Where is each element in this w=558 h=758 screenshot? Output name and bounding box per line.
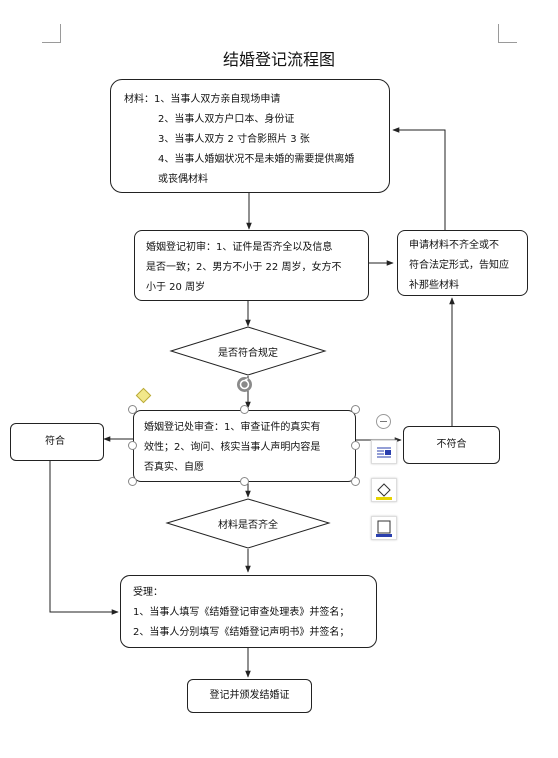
office-review-line: 否真实、自愿 xyxy=(144,462,204,473)
shape-outline-icon xyxy=(376,520,392,537)
materials-line: 3、当事人双方 2 寸合影照片 3 张 xyxy=(158,134,310,145)
issue-certificate-label: 登记并颁发结婚证 xyxy=(209,690,290,701)
acceptance-line: 1、当事人填写《结婚登记审查处理表》并签名； xyxy=(133,607,350,618)
incomplete-notice-box[interactable]: 申请材料不齐全或不 符合法定形式，告知应 补那些材料 xyxy=(397,230,528,296)
resize-handle[interactable] xyxy=(128,477,137,486)
compliance-check-label: 是否符合规定 xyxy=(218,348,278,359)
resize-handle[interactable] xyxy=(351,441,360,450)
shape-outline-button[interactable] xyxy=(371,516,397,540)
acceptance-line: 2、当事人分别填写《结婚登记声明书》并签名； xyxy=(133,627,350,638)
acceptance-box[interactable]: 受理： 1、当事人填写《结婚登记审查处理表》并签名； 2、当事人分别填写《结婚登… xyxy=(120,575,377,648)
layout-options-icon xyxy=(377,447,391,458)
resize-handle[interactable] xyxy=(240,405,249,414)
materials-complete-diamond xyxy=(165,498,331,549)
page-corner-mark xyxy=(42,24,61,43)
resize-handle[interactable] xyxy=(351,477,360,486)
incomplete-notice-line: 符合法定形式，告知应 xyxy=(409,260,509,271)
arrow-notice-to-materials xyxy=(392,127,446,233)
materials-box[interactable]: 材料：1、当事人双方亲自现场申请 2、当事人双方户口本、身份证 3、当事人双方 … xyxy=(110,79,390,193)
materials-line: 2、当事人双方户口本、身份证 xyxy=(158,114,295,125)
arrow-compliant-to-accept xyxy=(49,461,119,615)
shape-fill-button[interactable] xyxy=(371,478,397,502)
issue-certificate-box[interactable]: 登记并颁发结婚证 xyxy=(187,679,312,713)
layout-options-button[interactable] xyxy=(371,440,397,464)
office-review-box[interactable]: 婚姻登记处审查：1、审查证件的真实有 效性；2、询问、核实当事人声明内容是 否真… xyxy=(133,410,356,482)
noncompliant-label: 不符合 xyxy=(436,439,467,450)
initial-review-line: 是否一致；2、男方不小于 22 周岁，女方不 xyxy=(146,262,342,273)
compliant-box[interactable]: 符合 xyxy=(10,423,104,461)
rotate-handle-icon[interactable] xyxy=(236,376,253,393)
materials-line: 材料：1、当事人双方亲自现场申请 xyxy=(124,94,281,105)
initial-review-line: 小于 20 周岁 xyxy=(146,282,206,293)
noncompliant-box[interactable]: 不符合 xyxy=(403,426,500,464)
office-review-line: 婚姻登记处审查：1、审查证件的真实有 xyxy=(144,422,321,433)
resize-handle[interactable] xyxy=(351,405,360,414)
acceptance-line: 受理： xyxy=(133,587,163,598)
office-review-line: 效性；2、询问、核实当事人声明内容是 xyxy=(144,442,321,453)
incomplete-notice-line: 补那些材料 xyxy=(409,280,459,291)
resize-handle[interactable] xyxy=(128,441,137,450)
compliance-check-diamond xyxy=(169,326,327,376)
resize-handle[interactable] xyxy=(240,477,249,486)
resize-handle[interactable] xyxy=(128,405,137,414)
page-corner-mark xyxy=(498,24,517,43)
initial-review-box[interactable]: 婚姻登记初审：1、证件是否齐全以及信息 是否一致；2、男方不小于 22 周岁，女… xyxy=(134,230,369,301)
initial-review-line: 婚姻登记初审：1、证件是否齐全以及信息 xyxy=(146,242,333,253)
materials-line: 4、当事人婚姻状况不是未婚的需要提供离婚 xyxy=(158,154,355,165)
materials-complete-label: 材料是否齐全 xyxy=(218,520,278,531)
shape-fill-icon xyxy=(376,483,392,500)
materials-line: 或丧偶材料 xyxy=(158,174,208,185)
page-title: 结婚登记流程图 xyxy=(222,50,335,69)
collapse-icon[interactable] xyxy=(376,414,391,429)
compliant-label: 符合 xyxy=(45,436,65,447)
incomplete-notice-line: 申请材料不齐全或不 xyxy=(409,240,499,251)
